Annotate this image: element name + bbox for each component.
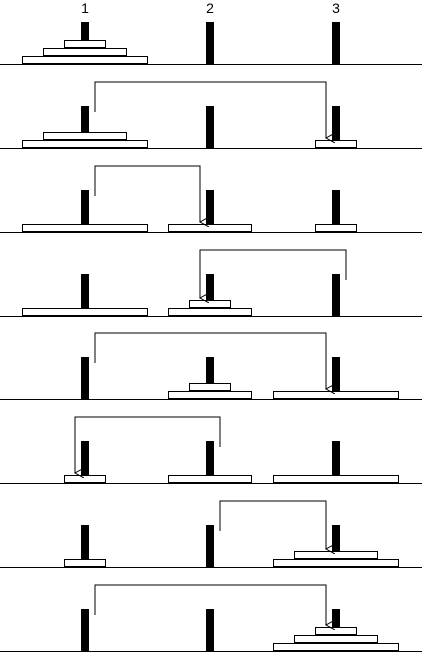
large-disk-row-1 — [22, 56, 148, 64]
move-arrow-row-2 — [94, 81, 326, 138]
large-disk-row-3 — [22, 224, 148, 232]
medium-disk-row-3 — [168, 224, 252, 232]
large-disk-row-5 — [273, 391, 399, 399]
move-arrow-row-6 — [75, 416, 221, 473]
peg-1-row-2 — [81, 106, 89, 148]
peg-labels: 1 2 3 — [0, 0, 422, 20]
peg-2-row-8 — [206, 609, 214, 651]
move-arrow-row-3 — [94, 165, 200, 222]
small-disk-row-5 — [189, 383, 231, 391]
peg-label-2: 2 — [206, 0, 214, 16]
small-disk-row-1 — [64, 40, 106, 48]
peg-2-row-4 — [206, 274, 214, 316]
large-disk-row-2 — [22, 140, 148, 148]
peg-1-row-4 — [81, 274, 89, 316]
medium-disk-row-8 — [294, 635, 378, 643]
medium-disk-row-4 — [168, 308, 252, 316]
peg-2-row-3 — [206, 190, 214, 232]
peg-label-3: 3 — [332, 0, 340, 16]
large-disk-row-8 — [273, 643, 399, 651]
large-disk-row-6 — [273, 475, 399, 483]
peg-1-row-6 — [81, 441, 89, 483]
move-arrow-row-8 — [94, 584, 326, 625]
peg-2-row-1 — [206, 22, 214, 64]
peg-2-row-5 — [206, 357, 214, 399]
medium-disk-row-6 — [168, 475, 252, 483]
peg-label-1: 1 — [81, 0, 89, 16]
move-arrow-row-7 — [219, 500, 326, 549]
peg-3-row-4 — [332, 274, 340, 316]
peg-2-row-6 — [206, 441, 214, 483]
peg-3-row-3 — [332, 190, 340, 232]
peg-3-row-2 — [332, 106, 340, 148]
small-disk-row-8 — [315, 627, 357, 635]
peg-1-row-3 — [81, 190, 89, 232]
small-disk-row-3 — [315, 224, 357, 232]
peg-3-row-5 — [332, 357, 340, 399]
move-arrow-row-4 — [200, 249, 347, 298]
peg-2-row-7 — [206, 525, 214, 567]
peg-3-row-6 — [332, 441, 340, 483]
peg-3-row-7 — [332, 525, 340, 567]
large-disk-row-7 — [273, 559, 399, 567]
small-disk-row-6 — [64, 475, 106, 483]
peg-3-row-1 — [332, 22, 340, 64]
small-disk-row-2 — [315, 140, 357, 148]
peg-1-row-7 — [81, 525, 89, 567]
peg-2-row-2 — [206, 106, 214, 148]
move-arrow-row-5 — [94, 332, 326, 389]
peg-1-row-8 — [81, 609, 89, 651]
peg-1-row-5 — [81, 357, 89, 399]
medium-disk-row-2 — [43, 132, 127, 140]
medium-disk-row-5 — [168, 391, 252, 399]
large-disk-row-4 — [22, 308, 148, 316]
small-disk-row-7 — [64, 559, 106, 567]
small-disk-row-4 — [189, 300, 231, 308]
medium-disk-row-7 — [294, 551, 378, 559]
medium-disk-row-1 — [43, 48, 127, 56]
